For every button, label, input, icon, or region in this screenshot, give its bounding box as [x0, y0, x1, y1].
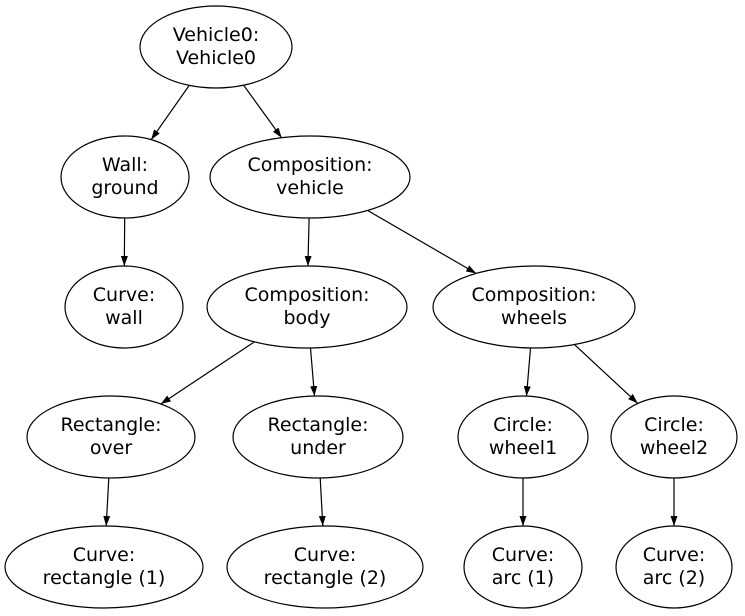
node-label-comp-wheels-line1: Composition: — [471, 284, 596, 306]
node-label-circle-wheel2-line1: Circle: — [644, 414, 704, 436]
node-label-curve-wall-line1: Curve: — [93, 284, 155, 306]
node-curve-rect1: Curve:rectangle (1) — [4, 525, 204, 609]
edge-rect-under-to-curve-rect2 — [318, 477, 326, 527]
edge-comp-vehicle-to-comp-wheels — [367, 209, 477, 274]
node-label-comp-body-line2: body — [284, 307, 331, 329]
node-ellipse-circle-wheel2 — [610, 395, 738, 479]
node-ellipse-rect-under — [232, 395, 404, 479]
node-label-comp-body-line1: Composition: — [244, 284, 369, 306]
node-label-curve-arc2-line2: arc (2) — [643, 567, 705, 589]
node-curve-wall: Curve:wall — [64, 265, 184, 349]
node-label-curve-wall-line2: wall — [105, 307, 143, 329]
edge-comp-body-to-rect-under — [309, 347, 318, 397]
node-circle-wheel2: Circle:wheel2 — [610, 395, 738, 479]
node-wall-ground: Wall:ground — [60, 135, 190, 219]
edge-vehicle0-to-comp-vehicle — [243, 84, 283, 139]
node-label-curve-rect1-line2: rectangle (1) — [43, 567, 166, 589]
node-label-curve-rect2-line2: rectangle (2) — [264, 567, 387, 589]
node-ellipse-circle-wheel1 — [457, 395, 589, 479]
node-label-vehicle0-line1: Vehicle0: — [173, 24, 259, 46]
node-ellipse-rect-over — [26, 395, 196, 479]
node-vehicle0: Vehicle0:Vehicle0 — [139, 5, 293, 89]
node-label-circle-wheel1-line2: wheel1 — [489, 437, 557, 459]
node-curve-arc1: Curve:arc (1) — [463, 525, 583, 609]
node-label-wall-ground-line2: ground — [91, 177, 158, 199]
node-ellipse-curve-wall — [64, 265, 184, 349]
node-label-wall-ground-line1: Wall: — [102, 154, 148, 176]
edge-vehicle0-to-wall-ground — [150, 85, 190, 140]
nodes-layer: Vehicle0:Vehicle0Wall:groundComposition:… — [4, 5, 738, 609]
node-label-curve-arc2-line1: Curve: — [643, 544, 705, 566]
node-rect-under: Rectangle:under — [232, 395, 404, 479]
node-label-curve-arc1-line1: Curve: — [492, 544, 554, 566]
node-label-rect-over-line2: over — [90, 437, 133, 459]
node-label-comp-vehicle-line2: vehicle — [276, 177, 344, 199]
edge-comp-body-to-rect-over — [160, 341, 255, 405]
node-ellipse-wall-ground — [60, 135, 190, 219]
node-ellipse-comp-vehicle — [209, 135, 411, 219]
node-ellipse-comp-wheels — [432, 265, 636, 349]
node-ellipse-vehicle0 — [139, 5, 293, 89]
node-label-comp-vehicle-line1: Composition: — [247, 154, 372, 176]
node-ellipse-curve-arc2 — [615, 525, 733, 609]
node-curve-arc2: Curve:arc (2) — [615, 525, 733, 609]
node-label-rect-under-line2: under — [290, 437, 346, 459]
node-label-curve-arc1-line2: arc (1) — [492, 567, 554, 589]
edge-rect-over-to-curve-rect1 — [103, 477, 111, 527]
node-ellipse-curve-rect1 — [4, 525, 204, 609]
node-comp-body: Composition:body — [206, 265, 408, 349]
node-circle-wheel1: Circle:wheel1 — [457, 395, 589, 479]
node-label-comp-wheels-line2: wheels — [501, 307, 567, 329]
node-label-curve-rect1-line1: Curve: — [73, 544, 135, 566]
node-ellipse-curve-arc1 — [463, 525, 583, 609]
node-curve-rect2: Curve:rectangle (2) — [226, 525, 424, 609]
node-label-rect-over-line1: Rectangle: — [60, 414, 161, 436]
node-rect-over: Rectangle:over — [26, 395, 196, 479]
node-label-circle-wheel1-line1: Circle: — [493, 414, 553, 436]
node-comp-wheels: Composition:wheels — [432, 265, 636, 349]
node-ellipse-comp-body — [206, 265, 408, 349]
edge-comp-wheels-to-circle-wheel1 — [523, 347, 532, 397]
edge-comp-vehicle-to-comp-body — [304, 217, 312, 267]
edge-comp-wheels-to-circle-wheel2 — [574, 344, 639, 404]
node-label-circle-wheel2-line2: wheel2 — [640, 437, 708, 459]
node-label-rect-under-line1: Rectangle: — [267, 414, 368, 436]
node-ellipse-curve-rect2 — [226, 525, 424, 609]
node-label-vehicle0-line2: Vehicle0 — [176, 47, 256, 69]
edges-layer — [103, 84, 678, 527]
node-comp-vehicle: Composition:vehicle — [209, 135, 411, 219]
node-label-curve-rect2-line1: Curve: — [294, 544, 356, 566]
